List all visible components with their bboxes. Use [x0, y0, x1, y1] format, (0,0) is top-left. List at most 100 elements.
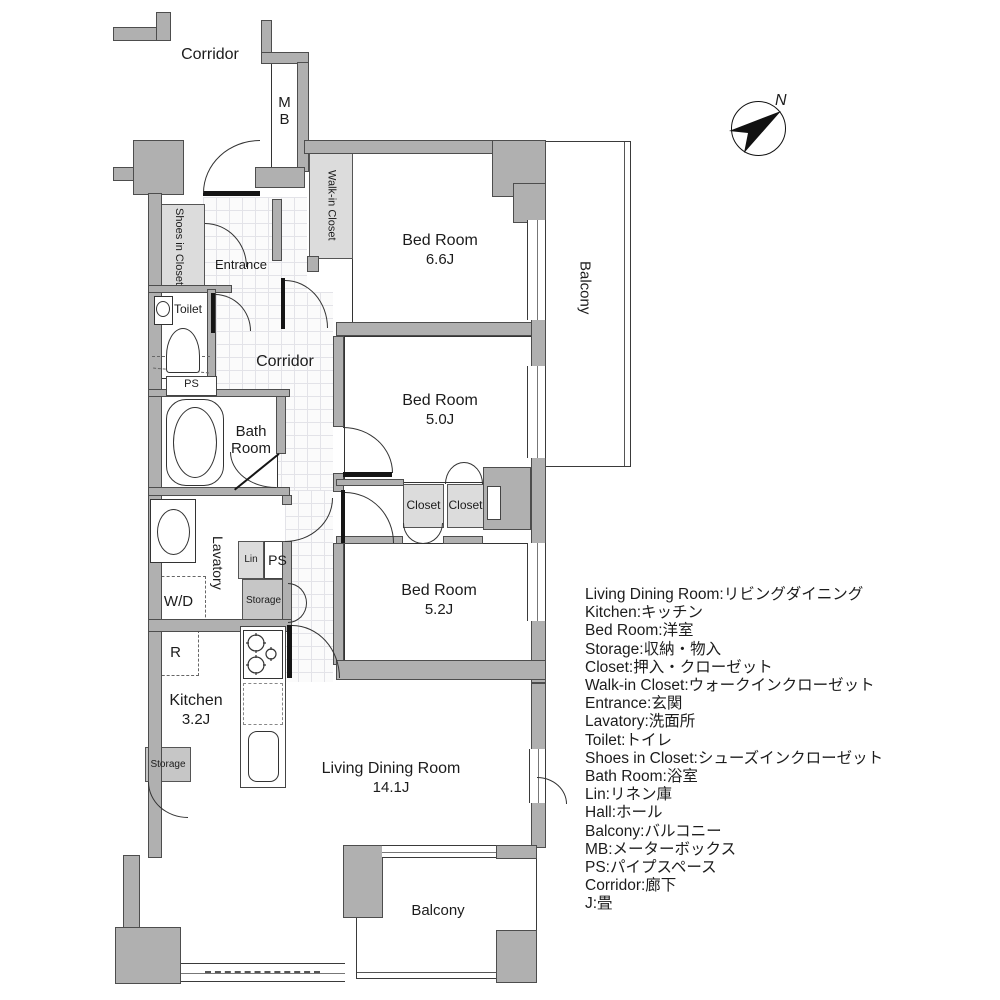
compass-north-label: N	[775, 92, 787, 109]
window	[527, 543, 546, 621]
bedroom-52-size: 5.2J	[424, 600, 454, 618]
wall	[156, 12, 171, 41]
wall	[336, 322, 532, 336]
wall	[133, 140, 184, 195]
wall	[531, 318, 546, 370]
wall	[297, 62, 309, 172]
wall	[148, 389, 290, 397]
wall	[261, 52, 309, 64]
storage-mid-label: Storage	[245, 594, 282, 606]
wall	[123, 855, 140, 933]
wall	[333, 543, 344, 665]
ldk-name: Living Dining Room	[321, 760, 461, 777]
wall	[255, 167, 305, 188]
legend-item: Walk-in Closet:ウォークインクローゼット	[585, 677, 875, 695]
legend-item: PS:パイプスペース	[585, 859, 717, 877]
toilet-door-leaf	[211, 293, 215, 333]
window	[382, 845, 496, 858]
bedroom-52-label: Bed Room 5.2J	[385, 582, 493, 618]
bathtub-inner-icon	[173, 407, 217, 478]
wall	[531, 456, 546, 547]
closet-side-box	[487, 486, 501, 520]
legend-item: Living Dining Room:リビングダイニング	[585, 586, 864, 603]
legend-item: Bath Room:浴室	[585, 768, 698, 786]
mb-label-m: M	[278, 94, 291, 111]
stove-icon	[243, 630, 283, 679]
wall	[113, 167, 134, 181]
kitchen-label: Kitchen 3.2J	[146, 692, 246, 728]
wall	[496, 930, 537, 983]
entrance-label: Entrance	[214, 257, 268, 272]
compass-icon	[731, 101, 786, 156]
bedroom-52-name: Bed Room	[401, 582, 477, 599]
wall	[115, 927, 181, 984]
lavatory-label: Lavatory	[210, 536, 227, 590]
wall	[272, 199, 282, 261]
legend-item: Closet:押入・クローゼット	[585, 658, 773, 676]
toilet-bowl-icon	[166, 328, 200, 373]
bathroom-label: Bath Room	[221, 423, 281, 458]
legend-item: Corridor:廊下	[585, 877, 677, 895]
bedroom-66-label: Bed Room 6.6J	[386, 232, 494, 268]
wall	[148, 487, 290, 496]
bedroom-50-size: 5.0J	[425, 410, 455, 428]
wall	[531, 683, 546, 751]
ldk-door-leaf	[287, 625, 292, 678]
wall	[336, 479, 404, 486]
wall	[343, 845, 383, 918]
bedroom-66-door-leaf	[281, 278, 285, 329]
side-balcony-door-arc	[537, 777, 567, 804]
entrance-door-leaf	[203, 191, 260, 196]
legend-item: Lavatory:洗面所	[585, 713, 696, 731]
window-dash	[205, 971, 320, 973]
bathroom-name-2: Room	[230, 440, 271, 458]
closet-left-label: Closet	[406, 498, 441, 513]
legend-item: Kitchen:キッチン	[585, 604, 704, 622]
bedroom-50-name: Bed Room	[402, 392, 478, 409]
legend-item: Hall:ホール	[585, 804, 663, 822]
ldk-label: Living Dining Room 14.1J	[291, 760, 491, 796]
lin-box	[238, 541, 264, 579]
wall	[307, 256, 319, 272]
bedroom-50-label: Bed Room 5.0J	[386, 392, 494, 428]
mb-label-b: B	[279, 111, 290, 129]
kitchen-size: 3.2J	[181, 710, 211, 728]
wall	[336, 660, 546, 680]
storage-mid-box	[242, 579, 285, 622]
storage-kitchen-label: Storage	[150, 758, 186, 770]
bedroom-52-area	[344, 543, 532, 661]
legend-item: Storage:収納・物入	[585, 640, 722, 658]
closet-right-label: Closet	[448, 498, 483, 513]
lavatory-sink-bowl-icon	[157, 509, 190, 555]
window	[527, 366, 546, 458]
legend-item: Bed Room:洋室	[585, 622, 694, 640]
wall	[496, 845, 537, 859]
wall	[276, 396, 286, 454]
mb-label: M B	[271, 94, 298, 129]
toilet-label: Toilet	[173, 302, 202, 316]
compass-arrow-icon	[727, 99, 787, 159]
corridor-top-label: Corridor	[181, 46, 239, 63]
bedroom-66-door-arc	[285, 280, 328, 328]
legend-item: MB:メーターボックス	[585, 840, 737, 858]
kitchen-name: Kitchen	[169, 692, 223, 709]
bedroom-52-door-leaf	[341, 490, 345, 543]
legend-item: Toilet:トイレ	[585, 731, 672, 749]
bedroom-66-name: Bed Room	[402, 232, 478, 249]
kitchen-cabinet-dash	[243, 683, 283, 725]
washer-dryer-label: W/D	[163, 592, 194, 610]
window	[527, 220, 546, 320]
wall	[443, 536, 483, 544]
wall	[513, 183, 546, 223]
bedroom-50-door-leaf	[343, 472, 392, 477]
ps-mid-label: PS	[268, 551, 287, 568]
entrance-door-arc	[203, 140, 260, 193]
balcony-right-area	[546, 141, 631, 467]
walk-in-closet-box	[309, 152, 353, 259]
legend: Living Dining Room:リビングダイニング Kitchen:キッチ…	[585, 586, 960, 914]
legend-item: J:畳	[585, 895, 613, 913]
shoes-in-closet-label: Shoes in Closet	[172, 208, 185, 286]
walk-in-closet-label: Walk-in Closet	[325, 170, 338, 241]
legend-item: Balcony:バルコニー	[585, 822, 722, 840]
